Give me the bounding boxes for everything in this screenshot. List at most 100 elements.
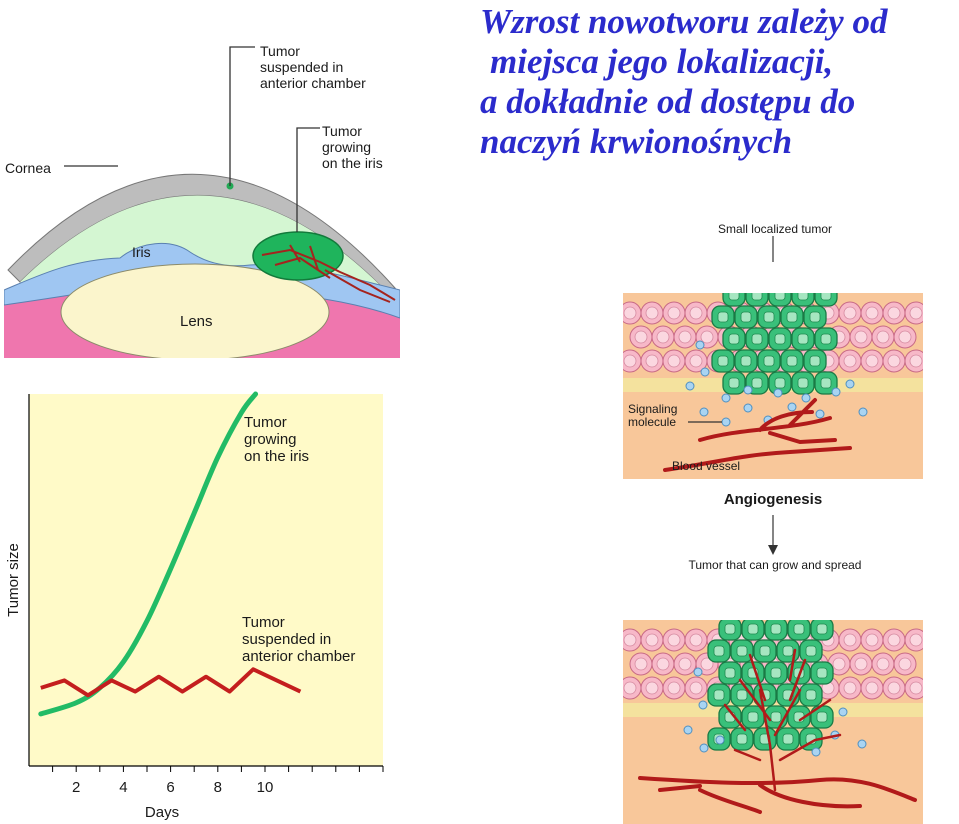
cell-nucleus bbox=[909, 633, 923, 647]
series-label-iris-2: growing bbox=[244, 431, 297, 448]
tumor-cell-nucleus bbox=[805, 689, 817, 701]
tumor-cell-nucleus bbox=[736, 733, 748, 745]
tumor-cell bbox=[758, 262, 780, 284]
cell-nucleus bbox=[898, 657, 912, 671]
tumor-cell-nucleus bbox=[728, 377, 740, 389]
tumor-cell-nucleus bbox=[736, 645, 748, 657]
signaling-molecule bbox=[715, 735, 725, 745]
x-tick-label: 8 bbox=[214, 779, 222, 796]
cell-nucleus bbox=[623, 306, 637, 320]
cell-nucleus bbox=[623, 681, 637, 695]
process-arrow-head bbox=[768, 545, 778, 555]
tumor-cell-nucleus bbox=[724, 667, 736, 679]
cell-nucleus bbox=[667, 306, 681, 320]
cell-nucleus bbox=[634, 330, 648, 344]
tumor-cell-nucleus bbox=[728, 293, 740, 301]
label-iris: Iris bbox=[132, 244, 151, 260]
tumor-cell-nucleus bbox=[763, 355, 775, 367]
tumor-cell-nucleus bbox=[751, 333, 763, 345]
signaling-molecule bbox=[743, 403, 753, 413]
tumor-cell-nucleus bbox=[770, 667, 782, 679]
cell-nucleus bbox=[876, 657, 890, 671]
x-tick-label: 2 bbox=[72, 779, 80, 796]
tumor-cell-nucleus bbox=[718, 268, 728, 278]
cell-nucleus bbox=[843, 306, 857, 320]
cell-nucleus bbox=[700, 657, 714, 671]
signaling-molecule bbox=[773, 388, 783, 398]
cell-nucleus bbox=[909, 354, 923, 368]
title-line-3: a dokładnie od dostępu do bbox=[480, 82, 856, 121]
label-tumor-iris-1: Tumor bbox=[322, 123, 362, 139]
signaling-molecule bbox=[858, 407, 868, 417]
tumor-cell-nucleus bbox=[740, 355, 752, 367]
cell-nucleus bbox=[645, 354, 659, 368]
series-layer bbox=[38, 391, 302, 717]
tumor-cell-nucleus bbox=[740, 311, 752, 323]
cell-nucleus bbox=[843, 681, 857, 695]
grown-tumor-mass bbox=[707, 596, 834, 751]
signaling-molecule bbox=[801, 393, 811, 403]
cell-nucleus bbox=[667, 633, 681, 647]
cell-nucleus bbox=[887, 354, 901, 368]
cell-nucleus bbox=[667, 681, 681, 695]
tumor-cell-nucleus bbox=[717, 355, 729, 367]
tumor-cell-nucleus bbox=[747, 623, 759, 635]
tumor-cell-nucleus bbox=[782, 645, 794, 657]
cell-nucleus bbox=[645, 306, 659, 320]
label-tumor-iris-3: on the iris bbox=[322, 155, 383, 171]
label-tumor-iris-2: growing bbox=[322, 139, 371, 155]
signaling-molecule bbox=[699, 407, 709, 417]
label-signaling-2: molecule bbox=[628, 415, 676, 429]
tumor-cell-nucleus bbox=[797, 377, 809, 389]
x-axis-label: Days bbox=[145, 804, 179, 821]
cell-nucleus bbox=[909, 306, 923, 320]
cell-nucleus bbox=[645, 633, 659, 647]
tumor-cell bbox=[777, 596, 799, 618]
tumor-cell-nucleus bbox=[783, 602, 793, 612]
tumor-cell-nucleus bbox=[782, 733, 794, 745]
tumor-cell-nucleus bbox=[713, 689, 725, 701]
signaling-molecule bbox=[787, 402, 797, 412]
tumor-cell-nucleus bbox=[737, 602, 747, 612]
cell-nucleus bbox=[865, 306, 879, 320]
title-line-4: naczyń krwionośnych bbox=[480, 122, 793, 161]
title-line-1: Wzrost nowotworu zależy od bbox=[480, 2, 888, 41]
cell-nucleus bbox=[656, 657, 670, 671]
label-lens: Lens bbox=[180, 313, 213, 330]
signaling-molecule bbox=[845, 379, 855, 389]
cell-nucleus bbox=[700, 330, 714, 344]
slide-title: Wzrost nowotworu zależy od miejsca jego … bbox=[480, 2, 955, 162]
tumor-cell-nucleus bbox=[774, 377, 786, 389]
tumor-cell-nucleus bbox=[786, 311, 798, 323]
signaling-molecule bbox=[698, 700, 708, 710]
series-label-chamber-2: suspended in bbox=[242, 631, 331, 648]
tumor-cell-nucleus bbox=[810, 268, 820, 278]
series-label-chamber-1: Tumor bbox=[242, 614, 285, 631]
cell-nucleus bbox=[865, 354, 879, 368]
tumor-cell-nucleus bbox=[770, 711, 782, 723]
label-angiogenesis: Angiogenesis bbox=[724, 491, 822, 508]
signaling-molecule bbox=[743, 385, 753, 395]
tumor-cell bbox=[800, 596, 822, 618]
tumor-cell-nucleus bbox=[717, 311, 729, 323]
signaling-molecule bbox=[695, 340, 705, 350]
x-tick-label: 4 bbox=[119, 779, 127, 796]
cell-nucleus bbox=[854, 330, 868, 344]
cell-nucleus bbox=[887, 306, 901, 320]
signaling-molecule bbox=[685, 381, 695, 391]
signaling-molecule bbox=[721, 393, 731, 403]
label-signaling-1: Signaling bbox=[628, 402, 677, 416]
label-small-tumor: Small localized tumor bbox=[718, 222, 832, 236]
series-label-chamber-3: anterior chamber bbox=[242, 648, 355, 665]
cell-nucleus bbox=[656, 330, 670, 344]
series-line-chamber bbox=[40, 667, 302, 698]
tumor-cell-nucleus bbox=[820, 377, 832, 389]
tumor-cell-nucleus bbox=[751, 293, 763, 301]
signaling-molecule bbox=[699, 743, 709, 753]
